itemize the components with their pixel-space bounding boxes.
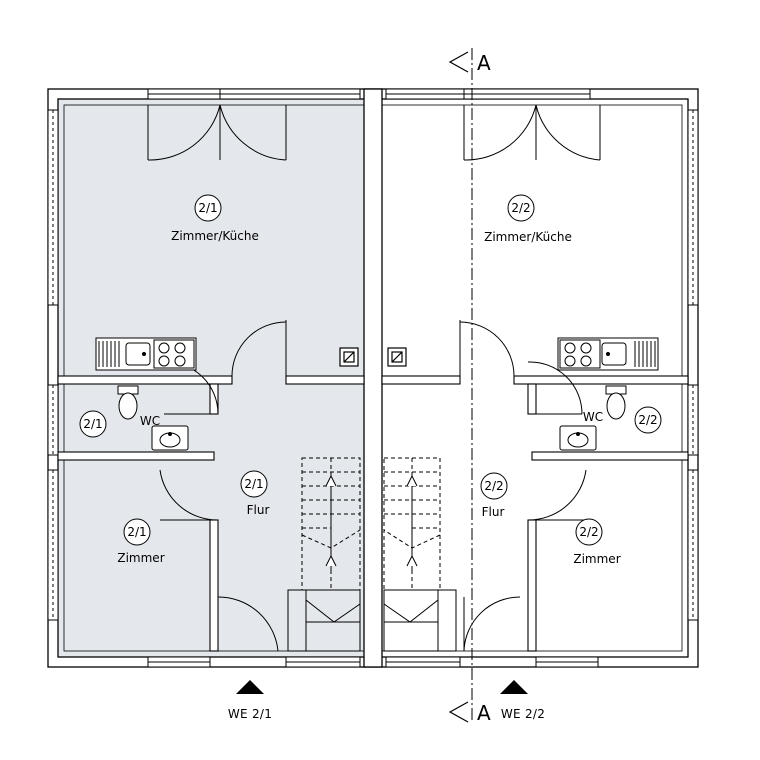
windows-bottom	[147, 656, 599, 668]
interior-walls-left	[57, 375, 365, 652]
section-marker-bottom: A	[448, 701, 491, 725]
room-number-circle	[507, 194, 535, 222]
doors-left	[147, 104, 287, 652]
kitchen-counter-right	[557, 337, 659, 371]
entrance-label-right: WE 2/2	[501, 707, 545, 721]
room-name: Zimmer/Küche	[171, 229, 259, 243]
stairs-right	[383, 457, 457, 652]
section-letter-bottom: A	[477, 701, 491, 725]
entrance-arrow-left-icon	[236, 680, 264, 694]
entrance-left: WE 2/1	[228, 680, 272, 721]
room-number: 2/1	[244, 477, 263, 491]
room-hall-right: 2/2 Flur	[480, 472, 508, 519]
wc-fixtures-right	[559, 385, 627, 451]
room-number-circle	[194, 194, 222, 222]
room-number: 2/1	[83, 417, 102, 431]
room-wc-right: 2/2 WC	[583, 406, 662, 434]
section-arrow-top-icon	[448, 51, 469, 73]
room-number: 2/2	[511, 201, 530, 215]
room-kitchen-left: 2/1 Zimmer/Küche	[171, 194, 259, 243]
room-name: Flur	[247, 503, 270, 517]
interior-walls-right	[381, 375, 689, 652]
section-marker-top: A	[448, 51, 491, 75]
room-number-circle	[634, 406, 662, 434]
entrance-arrow-right-icon	[500, 680, 528, 694]
stairs-left	[287, 457, 361, 652]
party-wall	[363, 88, 383, 668]
room-number-circle	[123, 518, 151, 546]
room-name: Zimmer	[573, 552, 620, 566]
room-name: Flur	[482, 505, 505, 519]
room-bedroom-left: 2/1 Zimmer	[117, 518, 165, 565]
entrance-right: WE 2/2	[500, 680, 545, 721]
room-number: 2/2	[579, 525, 598, 539]
room-number: 2/2	[638, 413, 657, 427]
room-number-circle	[575, 518, 603, 546]
room-number: 2/1	[198, 201, 217, 215]
doors-right	[459, 104, 601, 652]
room-name: WC	[140, 414, 160, 428]
room-bedroom-right: 2/2 Zimmer	[573, 518, 621, 566]
wc-fixtures-left	[117, 385, 189, 451]
windows-top	[147, 88, 591, 100]
room-number: 2/2	[484, 479, 503, 493]
room-name: Zimmer/Küche	[484, 230, 572, 244]
room-number-circle	[480, 472, 508, 500]
section-letter-top: A	[477, 51, 491, 75]
room-name: WC	[583, 410, 603, 424]
room-wc-left: 2/1 WC	[79, 410, 160, 438]
room-number-circle	[240, 470, 268, 498]
room-hall-left: 2/1 Flur	[240, 470, 270, 517]
windows-sides	[47, 109, 699, 621]
room-number-circle	[79, 410, 107, 438]
room-kitchen-right: 2/2 Zimmer/Küche	[484, 194, 572, 244]
section-arrow-bottom-icon	[448, 701, 469, 723]
entrance-label-left: WE 2/1	[228, 707, 272, 721]
shafts	[339, 347, 407, 367]
kitchen-counter-left	[95, 337, 197, 371]
room-name: Zimmer	[117, 551, 164, 565]
room-number: 2/1	[127, 525, 146, 539]
